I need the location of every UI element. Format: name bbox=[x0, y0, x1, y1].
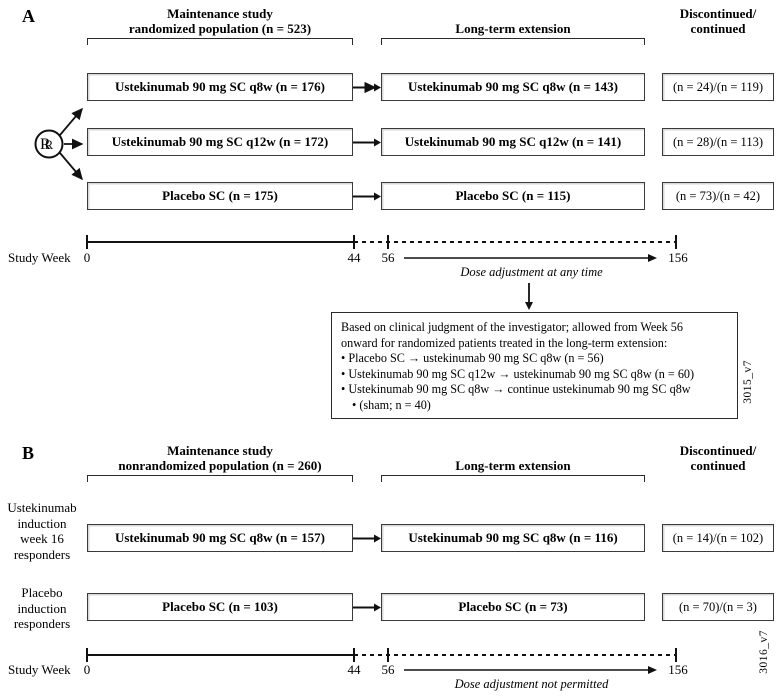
panel-a-dose-adjust-note: Dose adjustment at any time bbox=[460, 265, 603, 279]
info-bullet-2: Ustekinumab 90 mg SC q12w → ustekinumab … bbox=[341, 367, 728, 383]
panel-b-row2-extension-box: Placebo SC (n = 73) bbox=[381, 593, 645, 621]
panel-a-discontinued-header-line2: continued bbox=[690, 21, 746, 36]
panel-a-down-arrow-icon bbox=[525, 283, 533, 310]
panel-b-discontinued-header-line2: continued bbox=[690, 458, 746, 473]
panel-b-row1-maintenance-box: Ustekinumab 90 mg SC q8w (n = 157) bbox=[87, 524, 353, 552]
panel-a-maintenance-header-line1: Maintenance study bbox=[167, 6, 273, 21]
panel-a-timeline-axis bbox=[86, 235, 677, 249]
panel-a-dose-adjustment-info-box: Based on clinical judgment of the invest… bbox=[331, 312, 738, 419]
info-intro-line1: Based on clinical judgment of the invest… bbox=[341, 320, 683, 334]
panel-b-dose-adjust-note: Dose adjustment not permitted bbox=[454, 677, 609, 691]
panel-b-row1-arrow-icon bbox=[353, 534, 381, 543]
svg-text:R: R bbox=[45, 137, 54, 152]
panel-a-row2-arrow-icon bbox=[353, 138, 381, 147]
panel-a-row3-arrow-icon bbox=[353, 192, 381, 201]
info-bullet-1: Placebo SC → ustekinumab 90 mg SC q8w (n… bbox=[341, 351, 728, 367]
panel-a-timeline-label: Study Week bbox=[8, 250, 71, 265]
panel-a-tick-44: 44 bbox=[347, 250, 361, 265]
panel-b-row2-discontinued-box: (n = 70)/(n = 3) bbox=[662, 593, 774, 621]
panel-a-tick-156: 156 bbox=[668, 250, 688, 265]
randomization-label: R bbox=[40, 136, 51, 153]
panel-a-maintenance-bracket bbox=[87, 38, 353, 45]
panel-b-discontinued-header: Discontinued/ continued bbox=[662, 443, 774, 473]
panel-a-maintenance-header-line2: randomized population (n = 523) bbox=[128, 21, 312, 36]
info-intro-line2: onward for randomized patients treated i… bbox=[341, 335, 668, 350]
panel-b-row1-discontinued-box: (n = 14)/(n = 102) bbox=[662, 524, 774, 552]
panel-b-tick-156: 156 bbox=[668, 662, 688, 677]
panel-a-row1-arrow-icon bbox=[353, 82, 381, 93]
panel-b-timeline-axis bbox=[86, 648, 677, 662]
panel-b-tick-44: 44 bbox=[347, 662, 361, 677]
panel-b-row1-side-label-line3: week 16 bbox=[20, 531, 64, 546]
info-bullet-3-continued: (sham; n = 40) bbox=[341, 398, 728, 414]
info-bullet-3: Ustekinumab 90 mg SC q8w → continue uste… bbox=[341, 382, 728, 398]
randomization-node-group: R bbox=[34, 107, 84, 181]
panel-b-maintenance-header-line1: Maintenance study bbox=[167, 443, 273, 458]
panel-a-row2-discontinued-box: (n = 28)/(n = 113) bbox=[662, 128, 774, 156]
panel-b-maintenance-header-line2: nonrandomized population (n = 260) bbox=[118, 458, 322, 473]
panel-b-tick-56: 56 bbox=[381, 662, 395, 677]
panel-b-row1-side-label: Ustekinumab induction week 16 responders bbox=[0, 500, 84, 562]
panel-b-row1-side-label-line2: induction bbox=[17, 515, 67, 531]
panel-a-extension-bracket bbox=[381, 38, 645, 45]
panel-a-maintenance-header: Maintenance study randomized population … bbox=[87, 6, 353, 36]
panel-b-maintenance-header: Maintenance study nonrandomized populati… bbox=[87, 443, 353, 473]
panel-b-maintenance-bracket bbox=[87, 475, 353, 482]
panel-a-row1-maintenance-box: Ustekinumab 90 mg SC q8w (n = 176) bbox=[87, 73, 353, 101]
panel-b-row1-extension-box: Ustekinumab 90 mg SC q8w (n = 116) bbox=[381, 524, 645, 552]
panel-b-tick-0: 0 bbox=[83, 662, 91, 677]
panel-a-figure-code: 3015_v7 bbox=[742, 360, 754, 404]
panel-a-row2-maintenance-box: Ustekinumab 90 mg SC q12w (n = 172) bbox=[87, 128, 353, 156]
panel-b-extension-header: Long-term extension bbox=[455, 458, 571, 473]
panel-a-row2-extension-box: Ustekinumab 90 mg SC q12w (n = 141) bbox=[381, 128, 645, 156]
panel-a-row3-discontinued-box: (n = 73)/(n = 42) bbox=[662, 182, 774, 210]
panel-a-discontinued-header-line1: Discontinued/ bbox=[679, 6, 757, 21]
panel-b-dose-adjust-arrow-icon bbox=[404, 666, 657, 674]
panel-a-letter: A bbox=[22, 6, 36, 26]
panel-b-timeline-label: Study Week bbox=[8, 662, 71, 677]
panel-b-row2-arrow-icon bbox=[353, 603, 381, 612]
panel-b-row2-maintenance-box: Placebo SC (n = 103) bbox=[87, 593, 353, 621]
panel-a-extension-header: Long-term extension bbox=[455, 21, 571, 36]
panel-b-discontinued-header-line1: Discontinued/ bbox=[679, 443, 757, 458]
info-bullet-list: Placebo SC → ustekinumab 90 mg SC q8w (n… bbox=[341, 351, 728, 413]
panel-b-row1-side-label-line4: responders bbox=[13, 546, 71, 562]
panel-a-row1-extension-box: Ustekinumab 90 mg SC q8w (n = 143) bbox=[381, 73, 645, 101]
panel-b-letter: B bbox=[22, 443, 35, 463]
panel-b-extension-bracket bbox=[381, 475, 645, 482]
panel-b-figure-code: 3016_v7 bbox=[758, 630, 770, 674]
panel-a-row1-discontinued-box: (n = 24)/(n = 119) bbox=[662, 73, 774, 101]
panel-b-row2-side-label-line2: induction bbox=[17, 600, 67, 616]
panel-a-tick-56: 56 bbox=[381, 250, 395, 265]
panel-a-row3-maintenance-box: Placebo SC (n = 175) bbox=[87, 182, 353, 210]
info-bullet-3-continued-text: (sham; n = 40) bbox=[359, 397, 431, 412]
panel-b-row2-side-label-line3: responders bbox=[13, 616, 71, 631]
panel-a-dose-adjust-arrow-icon bbox=[404, 254, 657, 262]
panel-a-row3-extension-box: Placebo SC (n = 115) bbox=[381, 182, 645, 210]
panel-b-row1-side-label-line1: Ustekinumab bbox=[7, 500, 77, 515]
panel-a-tick-0: 0 bbox=[83, 250, 91, 265]
panel-b-row2-side-label: Placebo induction responders bbox=[0, 585, 84, 632]
panel-b-row2-side-label-line1: Placebo bbox=[21, 585, 63, 600]
panel-a-discontinued-header: Discontinued/ continued bbox=[662, 6, 774, 36]
